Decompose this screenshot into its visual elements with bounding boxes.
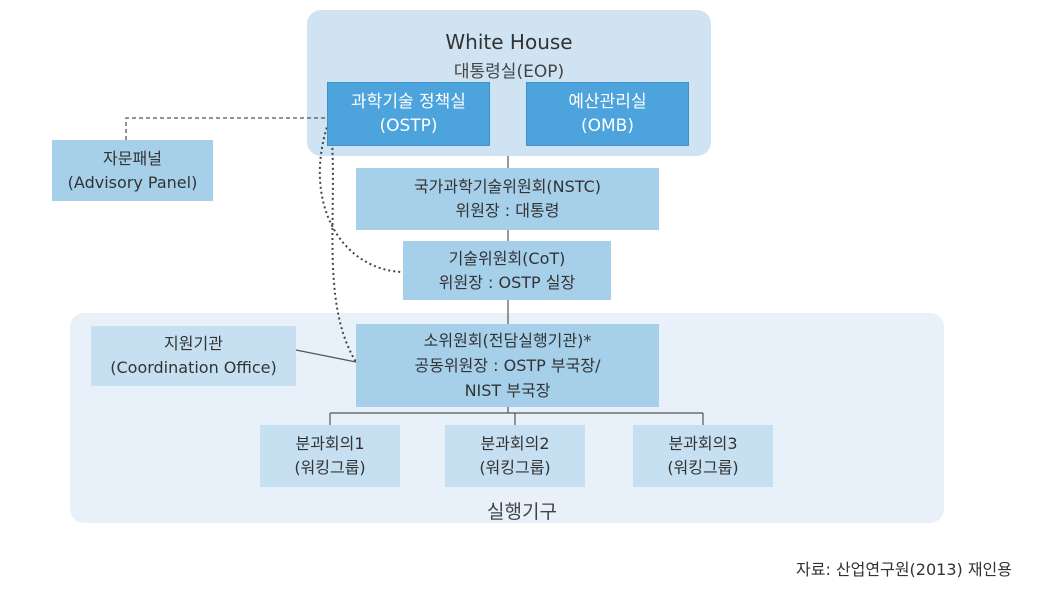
omb-box: 예산관리실 (OMB) bbox=[526, 82, 689, 146]
advisory-label: 자문패널 bbox=[103, 148, 162, 168]
connector-ostp-sub bbox=[329, 117, 357, 363]
cot-box: 기술위원회(CoT) 위원장 : OSTP 실장 bbox=[403, 241, 611, 300]
coordination-label: 지원기관 bbox=[164, 334, 223, 353]
working-group-label: 분과회의2 bbox=[480, 434, 550, 453]
subcommittee-chair-1: 공동위원장 : OSTP 부국장/ bbox=[414, 356, 601, 375]
working-group-sub: (워킹그룹) bbox=[479, 458, 551, 477]
working-group-1-box: 분과회의1 (워킹그룹) bbox=[260, 425, 400, 487]
eop-subtitle: 대통령실(EOP) bbox=[453, 62, 565, 82]
coordination-english: (Coordination Office) bbox=[110, 358, 277, 377]
coordination-office-box: 지원기관 (Coordination Office) bbox=[91, 326, 296, 386]
advisory-english: (Advisory Panel) bbox=[67, 172, 198, 192]
nstc-label: 국가과학기술위원회(NSTC) bbox=[413, 177, 602, 196]
ostp-abbr: (OSTP) bbox=[379, 116, 438, 136]
subcommittee-box: 소위원회(전담실행기관)* 공동위원장 : OSTP 부국장/ NIST 부국장 bbox=[356, 324, 659, 407]
advisory-panel-box: 자문패널 (Advisory Panel) bbox=[52, 140, 213, 201]
connector-advisory-ostp bbox=[125, 117, 327, 140]
working-group-label: 분과회의3 bbox=[668, 434, 738, 453]
ostp-box: 과학기술 정책실 (OSTP) bbox=[327, 82, 490, 146]
ostp-label: 과학기술 정책실 bbox=[351, 92, 466, 112]
working-group-label: 분과회의1 bbox=[295, 434, 365, 453]
subcommittee-chair-2: NIST 부국장 bbox=[464, 381, 551, 400]
cot-label: 기술위원회(CoT) bbox=[448, 248, 566, 268]
subcommittee-label: 소위원회(전담실행기관)* bbox=[423, 331, 592, 350]
eop-title: White House bbox=[445, 30, 573, 54]
working-group-3-box: 분과회의3 (워킹그룹) bbox=[633, 425, 773, 487]
working-group-sub: (워킹그룹) bbox=[294, 458, 366, 477]
cot-chair: 위원장 : OSTP 실장 bbox=[438, 272, 576, 292]
source-note: 자료: 산업연구원(2013) 재인용 bbox=[796, 560, 1012, 579]
nstc-box: 국가과학기술위원회(NSTC) 위원장 : 대통령 bbox=[356, 168, 659, 230]
omb-abbr: (OMB) bbox=[581, 116, 634, 136]
working-group-sub: (워킹그룹) bbox=[667, 458, 739, 477]
omb-label: 예산관리실 bbox=[568, 92, 647, 112]
connector-ostp-cot bbox=[318, 117, 404, 273]
execution-label: 실행기구 bbox=[487, 501, 557, 523]
connector-coord-sub bbox=[295, 349, 357, 363]
nstc-chair: 위원장 : 대통령 bbox=[455, 201, 560, 220]
working-group-2-box: 분과회의2 (워킹그룹) bbox=[445, 425, 585, 487]
